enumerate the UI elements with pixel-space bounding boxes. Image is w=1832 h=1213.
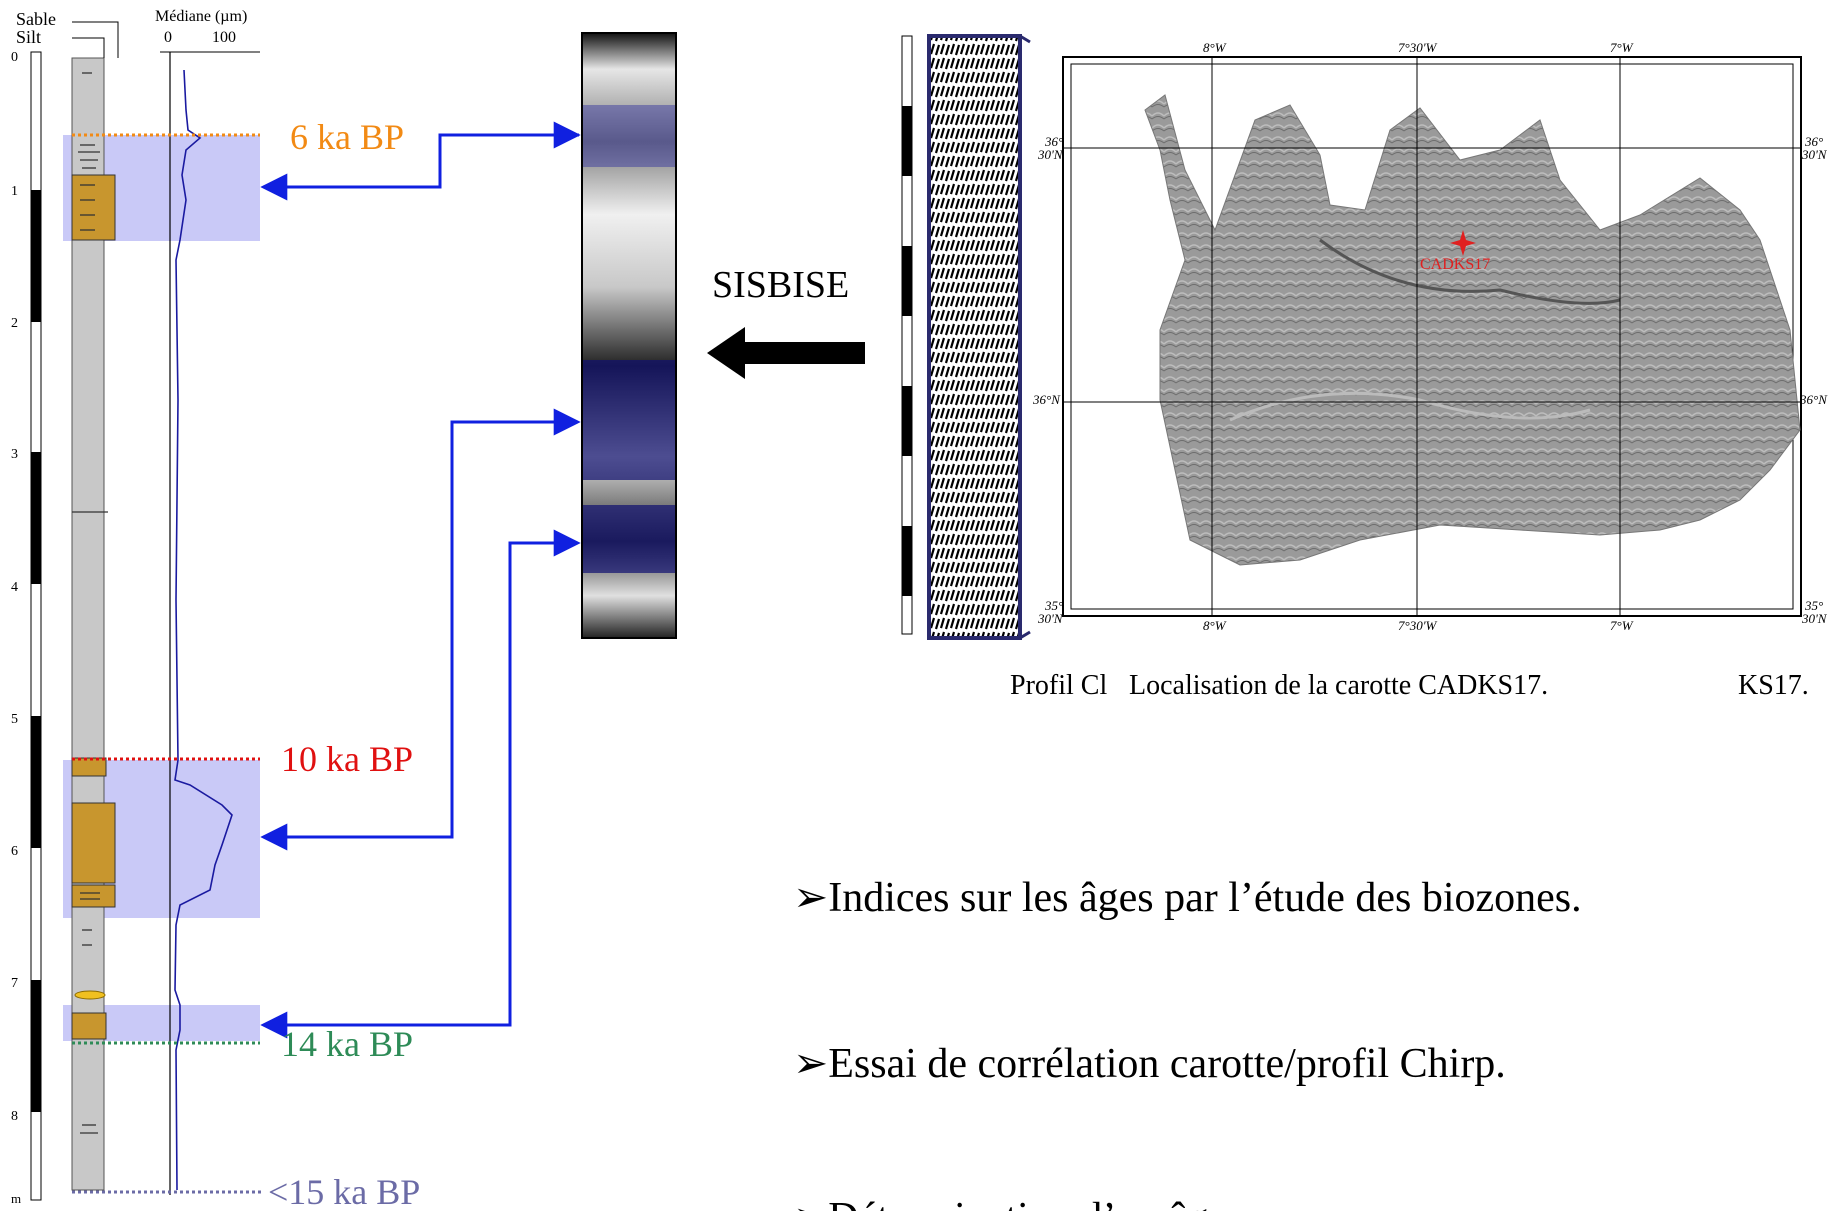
map-lat-label-right: 35°: [1805, 598, 1824, 613]
depth-label: 8: [11, 1109, 18, 1124]
age-label-15ka: <15 ka BP: [268, 1172, 421, 1212]
bullet-arrow-icon: ➢: [793, 875, 829, 921]
depth-label: 3: [11, 447, 18, 462]
xray-band: [583, 360, 675, 480]
chirp-scale-bar: [901, 35, 913, 635]
caption-main: Localisation de la carotte CADKS17.: [1125, 670, 1553, 702]
depth-label: 0: [11, 50, 18, 65]
map-lon-label: 7°W: [1610, 40, 1633, 55]
map-lat-label-right: 30'N: [1802, 611, 1827, 626]
site-marker: [1450, 230, 1476, 256]
depth-scale-bar: [30, 51, 42, 1201]
map-grid: [1063, 57, 1801, 616]
depth-label: 7: [11, 976, 18, 991]
header-sable: Sable: [16, 9, 56, 29]
xray-band: [583, 105, 675, 167]
bullet-item: ➢Détermination d’un âge...: [793, 1192, 1259, 1211]
sisbise-arrow: [707, 327, 865, 379]
sand-interval: [71, 1012, 107, 1040]
median-title: Médiane (µm): [155, 8, 248, 25]
depth-scale-segment: [31, 716, 41, 848]
map-lon-label: 8°W: [1203, 40, 1226, 55]
depth-scale-segment: [31, 190, 41, 322]
map-lat-label: 36°: [1045, 134, 1064, 149]
map-lat-label-right: 36°: [1805, 134, 1824, 149]
map-lon-label: 8°W: [1203, 618, 1226, 633]
depth-label: 4: [11, 580, 18, 595]
sand-interval: [71, 802, 116, 884]
bullet-item: ➢Essai de corrélation carotte/profil Chi…: [793, 1038, 1506, 1088]
bullet-arrow-icon: ➢: [793, 1195, 828, 1211]
caption-right-fragment: KS17.: [1738, 670, 1809, 701]
arrow-14ka: [263, 529, 581, 1027]
median-tick-100: 100: [212, 29, 236, 46]
chirp-image: [927, 34, 1022, 640]
bathymetry-channel: [1319, 238, 1621, 305]
map-lat-label: 35°: [1045, 598, 1064, 613]
depth-scale-segment: [31, 980, 41, 1112]
xray-strip: [581, 32, 677, 639]
chirp-profile: [901, 34, 1031, 640]
map-site-label: CADKS17: [1420, 256, 1491, 273]
core-log: [30, 21, 262, 1201]
header-silt: Silt: [16, 27, 42, 47]
map-lon-label: 7°W: [1610, 618, 1633, 633]
bullet-item: ➢Indices sur les âges par l’étude des bi…: [793, 872, 1582, 922]
map-lat-label-right: 36°N: [1800, 392, 1827, 407]
depth-label: 2: [11, 316, 18, 331]
laminations: [72, 72, 108, 1134]
bullet-text: Essai de corrélation carotte/profil Chir…: [828, 1041, 1506, 1087]
bathymetry-surface: [1144, 94, 1801, 566]
bathymetry-map: [1062, 56, 1802, 617]
depth-unit: m: [11, 1191, 22, 1206]
median-curve: [174, 69, 233, 1191]
shell-fragment: [74, 990, 106, 1000]
bullet-text: Détermination d’un âge...: [828, 1195, 1258, 1211]
map-lon-label: 7°30'W: [1398, 40, 1437, 55]
age-label-6ka: 6 ka BP: [290, 117, 405, 157]
caption-left-fragment: Profil Cl: [1010, 670, 1108, 701]
depth-scale-segment: [31, 452, 41, 584]
map-lat-label: 30'N: [1038, 611, 1063, 626]
sand-interval: [71, 174, 116, 241]
depth-label: 6: [11, 844, 18, 859]
sisbise-label: SISBISE: [712, 264, 850, 306]
correlation-arrows: [260, 121, 581, 1039]
map-lat-label: 30'N: [1038, 147, 1063, 162]
median-tick-0: 0: [164, 29, 172, 46]
header-bracket: [72, 21, 119, 58]
depth-label: 1: [11, 184, 18, 199]
sand-interval: [71, 757, 107, 777]
sand-interval: [71, 884, 116, 908]
bullet-text: Indices sur les âges par l’étude des bio…: [828, 875, 1582, 921]
depth-label: 5: [11, 712, 18, 727]
bullet-arrow-icon: ➢: [793, 1041, 829, 1087]
xray-band: [583, 505, 675, 573]
map-lat-label: 36°N: [1033, 392, 1060, 407]
age-label-14ka: 14 ka BP: [281, 1024, 414, 1064]
core-column: [71, 57, 105, 1191]
age-label-10ka: 10 ka BP: [281, 739, 414, 779]
map-lat-label-right: 30'N: [1802, 147, 1827, 162]
map-lon-label: 7°30'W: [1398, 618, 1437, 633]
